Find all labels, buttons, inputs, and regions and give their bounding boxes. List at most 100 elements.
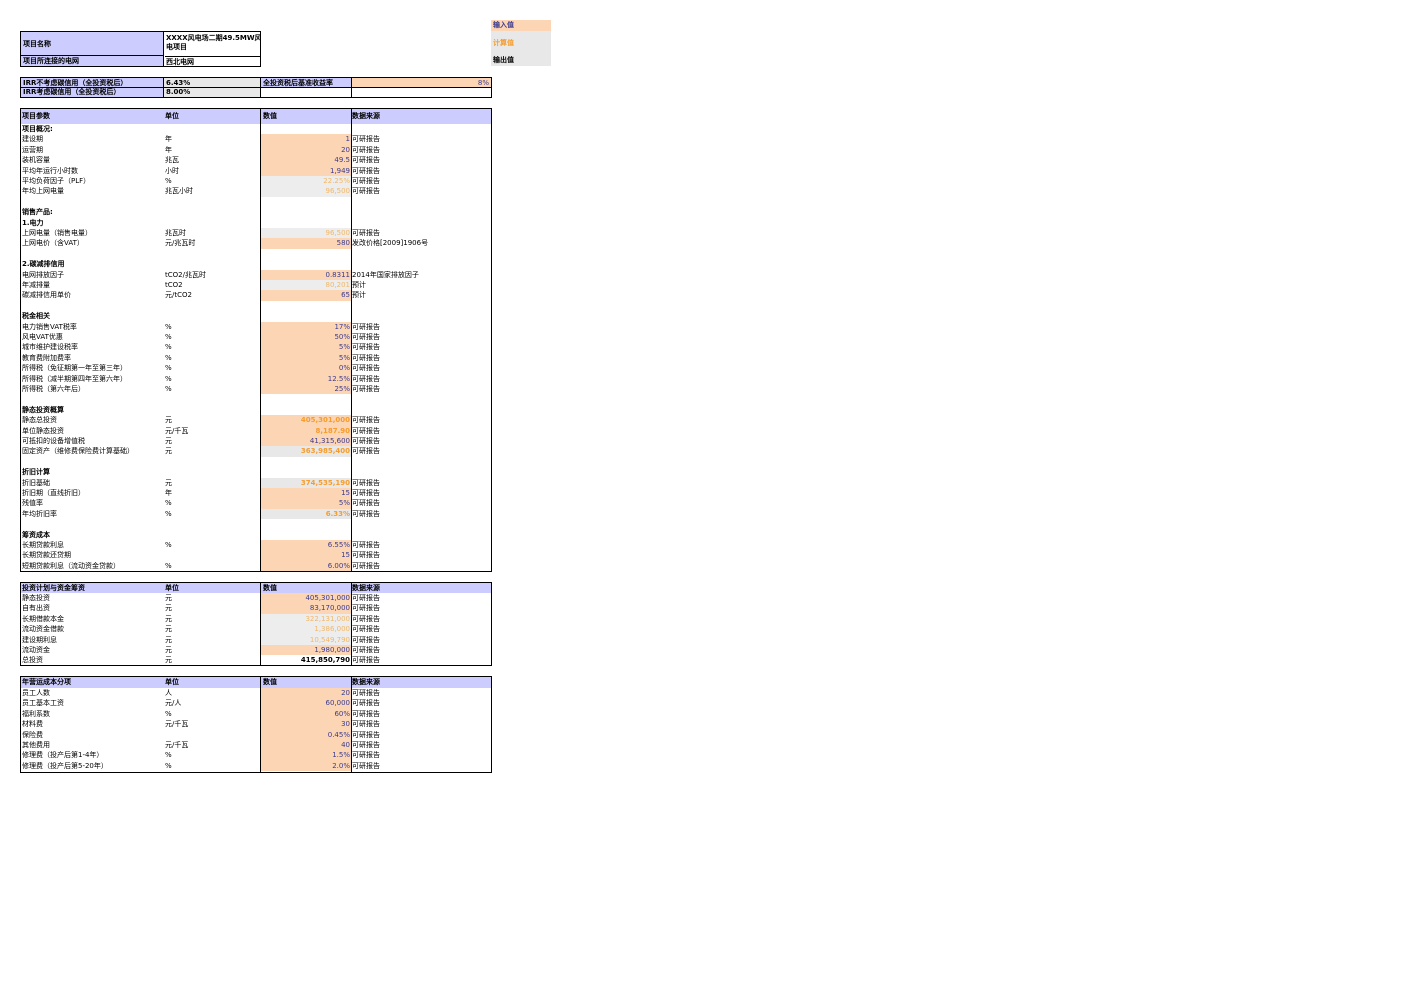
project-name-value-1[interactable]: XXXX风电场二期49.5MW风: [166, 34, 260, 42]
opex-param-value[interactable]: 30: [261, 719, 351, 730]
params-param-label: 单位静态投资: [22, 426, 64, 435]
opex-header-0: 年营运成本分项: [22, 678, 71, 686]
invest-param-value[interactable]: 1,980,000: [261, 645, 351, 656]
invest-param-label: 流动资金: [22, 646, 50, 654]
opex-row: 修理费（投产后第5-20年）%2.0%可研报告: [21, 760, 491, 772]
params-param-source: 可研报告: [352, 145, 380, 154]
params-param-unit: 元/tCO2: [165, 291, 192, 300]
legend-input: 输入值: [491, 20, 551, 31]
params-param-value[interactable]: 6.00%: [261, 560, 351, 572]
invest-param-value: 415,850,790: [300, 656, 350, 665]
invest-param-source: 可研报告: [352, 594, 380, 602]
opex-param-value[interactable]: 20: [261, 688, 351, 699]
params-param-value[interactable]: 15: [261, 488, 351, 499]
opex-param-value[interactable]: 60%: [261, 708, 351, 720]
params-param-source: 可研报告: [352, 353, 380, 362]
params-blank-cell: [261, 394, 351, 404]
params-param-source: 可研报告: [352, 156, 380, 165]
params-param-value[interactable]: 5%: [261, 352, 351, 364]
params-section-label: 销售产品:: [22, 208, 53, 217]
opex-header-row: 年营运成本分项单位数值数据来源: [21, 677, 491, 688]
invest-param-unit: 元: [165, 604, 172, 613]
params-param-value: 96,500: [261, 186, 351, 197]
params-param-source: 可研报告: [352, 551, 380, 560]
opex-param-value[interactable]: 1.5%: [261, 750, 351, 761]
legend-calc: 计算值: [491, 31, 551, 55]
params-param-unit: 元/千瓦: [165, 426, 189, 435]
params-param-value[interactable]: 15: [261, 550, 351, 561]
opex-param-value[interactable]: 0.45%: [261, 729, 351, 740]
params-param-value[interactable]: 17%: [261, 321, 351, 332]
params-param-value[interactable]: 25%: [261, 384, 351, 395]
params-param-value[interactable]: 0%: [261, 363, 351, 374]
params-param-label: 电力销售VAT税率: [22, 322, 77, 331]
params-param-unit: %: [165, 509, 172, 518]
invest-param-value[interactable]: 83,170,000: [261, 603, 351, 614]
params-section-label: 折旧计算: [22, 468, 50, 477]
params-param-unit: %: [165, 333, 172, 341]
invest-param-value[interactable]: 405,301,000: [261, 593, 351, 604]
params-column-divider: [260, 109, 261, 571]
invest-param-source: 可研报告: [352, 646, 380, 654]
params-param-source: 可研报告: [352, 489, 380, 497]
project-info-table: 项目名称 XXXX风电场二期49.5MW风 电项目 项目所连接的电网 西北电网: [20, 31, 261, 67]
params-param-value[interactable]: 0.8311: [261, 269, 351, 280]
grid-value[interactable]: 西北电网: [165, 56, 260, 66]
params-param-label: 静态总投资: [22, 416, 57, 425]
params-param-value[interactable]: 20: [261, 144, 351, 156]
params-param-value[interactable]: 5%: [261, 342, 351, 353]
invest-param-label: 建设期利息: [22, 635, 57, 644]
params-param-value[interactable]: 50%: [261, 332, 351, 343]
params-row: [21, 249, 491, 259]
params-param-unit: 兆瓦: [165, 156, 179, 165]
opex-param-value[interactable]: 2.0%: [261, 760, 351, 772]
params-param-value[interactable]: 41,315,600: [261, 436, 351, 447]
params-param-label: 城市维护建设税率: [22, 343, 78, 352]
params-section-label: 静态投资概算: [22, 405, 64, 414]
params-param-source: 可研报告: [352, 416, 380, 425]
project-name-value-2[interactable]: 电项目: [166, 43, 187, 51]
params-param-value[interactable]: 49.5: [261, 155, 351, 166]
params-row: [21, 519, 491, 529]
params-row: 教育费附加费率%5%可研报告: [21, 352, 491, 364]
params-param-value[interactable]: 12.5%: [261, 373, 351, 384]
opex-param-label: 员工基本工资: [22, 699, 64, 708]
opex-param-label: 保险费: [22, 730, 43, 739]
params-param-value[interactable]: 1,949: [261, 165, 351, 176]
invest-header-0: 投资计划与资金筹资: [22, 584, 85, 592]
params-param-value[interactable]: 1: [261, 134, 351, 145]
params-param-value[interactable]: 5%: [261, 498, 351, 509]
params-param-value: 405,301,000: [261, 415, 351, 426]
params-row: 城市维护建设税率%5%可研报告: [21, 342, 491, 353]
opex-column-divider: [260, 677, 261, 772]
params-header-1: 单位: [165, 112, 179, 120]
invest-param-source: 可研报告: [352, 625, 380, 634]
params-param-unit: %: [165, 541, 172, 549]
invest-param-source: 可研报告: [352, 604, 380, 613]
params-param-value[interactable]: 6.55%: [261, 540, 351, 551]
irr-carbon-label: IRR考虑碳信用（全投资税后）: [21, 88, 164, 97]
params-param-value[interactable]: 65: [261, 290, 351, 301]
benchmark-irr-label: 全投资税后基准收益率: [261, 78, 352, 88]
invest-param-source: 可研报告: [352, 614, 380, 623]
params-param-unit: tCO2: [165, 281, 183, 289]
params-row: 2.碳减排信用: [21, 259, 491, 269]
params-blank-cell: [261, 519, 351, 529]
opex-param-value[interactable]: 60,000: [261, 698, 351, 709]
invest-header-3: 数据来源: [352, 584, 380, 592]
params-param-value[interactable]: 580: [261, 238, 351, 249]
params-section-spacer: [261, 405, 351, 415]
params-param-unit: %: [165, 374, 172, 383]
params-param-unit: 年: [165, 489, 172, 497]
benchmark-irr-value[interactable]: 8%: [352, 78, 491, 88]
params-param-label: 平均年运行小时数: [22, 166, 78, 175]
params-row: 项目概况:: [21, 124, 491, 134]
params-param-label: 教育费附加费率: [22, 353, 71, 362]
opex-param-value[interactable]: 40: [261, 740, 351, 751]
params-section-label: 项目概况:: [22, 125, 53, 133]
